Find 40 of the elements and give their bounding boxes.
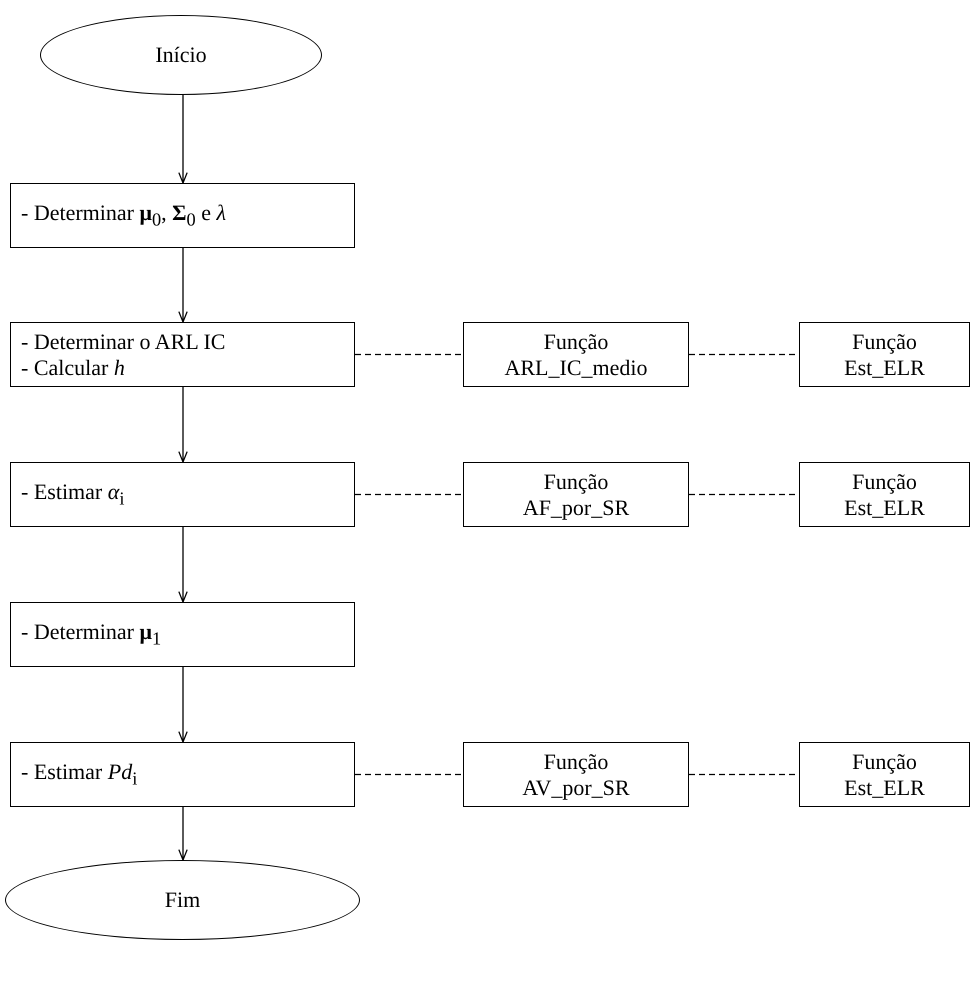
node-text: Fim [164,887,200,913]
node-text: ARL_IC_medio [504,354,648,380]
node-text: - Estimar Pd$_{i}$ [21,759,138,790]
function-box [799,322,970,387]
arrow [178,667,188,743]
node-text: Função [852,329,917,354]
arrow [178,95,188,184]
node-text: Est_ELR [844,774,925,800]
node-text: Função [544,329,608,354]
arrow [178,807,188,861]
arrow [178,248,188,323]
node-text: Função [544,749,608,774]
node-text: Função [852,749,917,774]
function-box [463,322,689,387]
process-box [10,602,355,667]
node-text: - Determinar o ARL IC [21,329,226,354]
node-text: Início [155,42,207,68]
node-text: AF_por_SR [522,494,630,520]
function-box [799,462,970,527]
node-text: Função [852,469,917,494]
node-text: Est_ELR [844,354,925,380]
process-box [10,462,355,527]
arrow [178,387,188,463]
node-text: AV_por_SR [522,774,630,800]
node-text: Função [544,469,608,494]
function-box [463,742,689,807]
arrow [178,527,188,603]
node-text: Est_ELR [844,494,925,520]
dashed-connector [355,494,463,496]
node-text: - Determinar μ$_{0}$, Σ$_{0}$ e λ [21,200,226,231]
function-box [463,462,689,527]
process-box [10,742,355,807]
process-box [10,183,355,248]
node-text: - Determinar μ$_{1}$ [21,619,162,650]
function-box [799,742,970,807]
process-box [10,322,355,387]
node-text: - Calcular h [21,354,125,380]
node-text: - Estimar α$_{i}$ [21,479,124,510]
dashed-connector [355,774,463,776]
dashed-connector [355,354,463,356]
